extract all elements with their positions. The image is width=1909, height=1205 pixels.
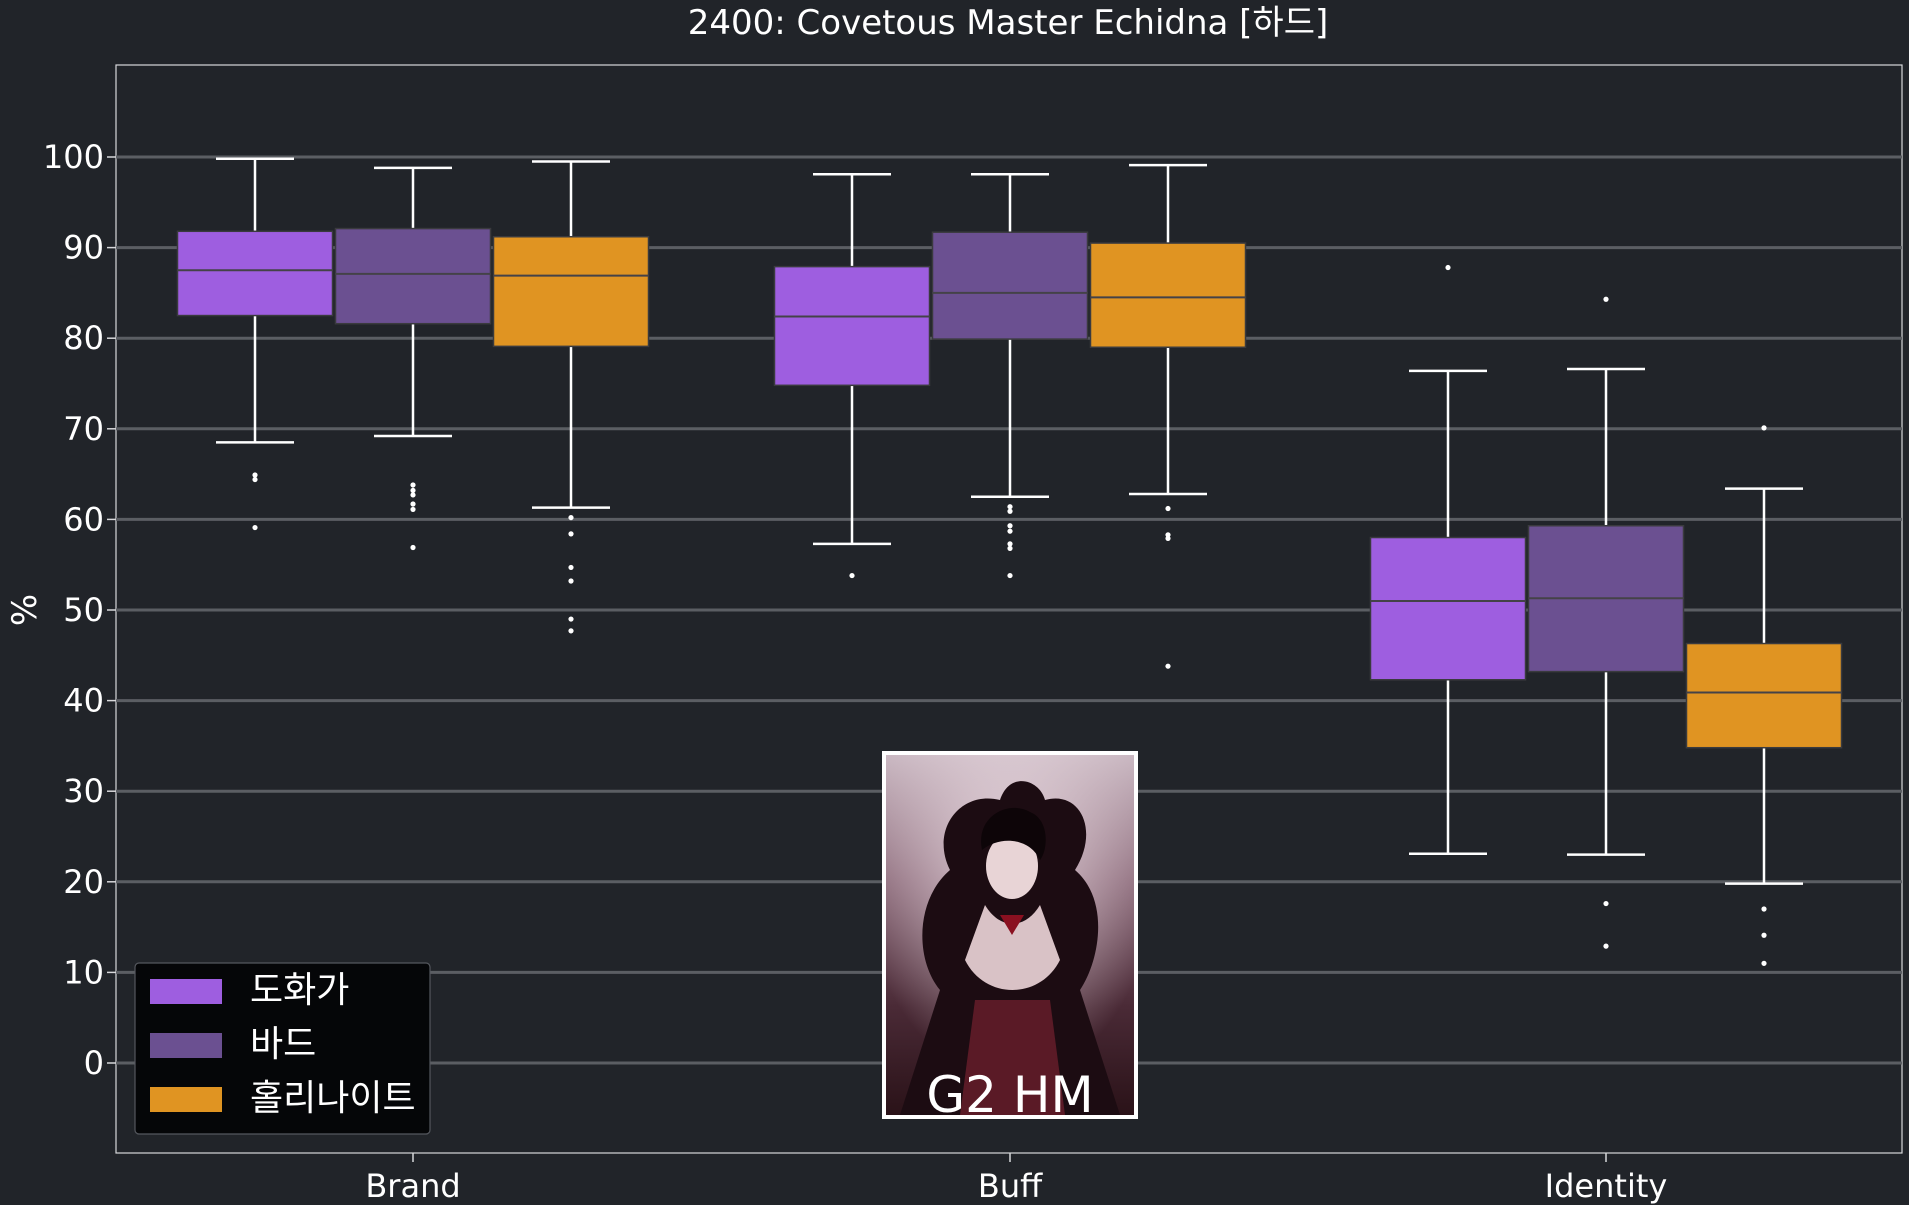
- outlier-point-1: [1603, 296, 1609, 302]
- outlier-point-6: [410, 544, 416, 551]
- outlier-point-5: [410, 506, 416, 513]
- outlier-point-7: [1007, 572, 1013, 579]
- box-identity-series-1: [1369, 264, 1527, 855]
- y-tick-label-10: 10: [63, 953, 104, 991]
- outlier-point-1: [1445, 264, 1451, 271]
- legend-label-2: 바드: [250, 1024, 316, 1065]
- box-series: [176, 157, 1843, 966]
- outlier-point-2: [252, 476, 258, 483]
- legend-swatch-1: [150, 979, 222, 1004]
- outlier-point-2: [410, 487, 416, 494]
- outlier-point-4: [410, 501, 416, 507]
- outlier-point-5: [568, 616, 574, 622]
- y-axis-label: %: [5, 594, 45, 626]
- box-iqr: [773, 265, 931, 387]
- box-iqr: [931, 231, 1089, 340]
- x-tick-labels: Brand Buff Identity: [365, 1153, 1667, 1205]
- outlier-point-4: [1761, 960, 1767, 966]
- outlier-point-2: [1165, 532, 1171, 538]
- box-iqr: [176, 230, 334, 317]
- outlier-point-5: [1007, 541, 1013, 547]
- box-brand-series-2: [334, 166, 492, 551]
- outlier-point-1: [568, 514, 574, 521]
- outlier-point-3: [1603, 943, 1609, 949]
- outlier-point-3: [1165, 535, 1171, 542]
- outlier-point-1: [410, 482, 416, 488]
- outlier-point-4: [1165, 663, 1171, 669]
- outlier-point-2: [1007, 508, 1013, 514]
- y-tick-label-50: 50: [63, 591, 104, 629]
- outlier-point-1: [1165, 505, 1171, 512]
- box-identity-series-3: [1685, 425, 1843, 966]
- box-brand-series-1: [176, 157, 334, 531]
- y-tick-labels: 0 10 20 30 40 50 60 70 80 90 100: [43, 138, 116, 1082]
- y-tick-label-60: 60: [63, 500, 104, 538]
- legend-label-1: 도화가: [250, 970, 349, 1011]
- y-tick-label-80: 80: [63, 319, 104, 357]
- y-tick-label-40: 40: [63, 682, 104, 720]
- y-tick-label-70: 70: [63, 410, 104, 448]
- box-iqr: [1685, 642, 1843, 749]
- y-tick-label-20: 20: [63, 863, 104, 901]
- legend-swatch-3: [150, 1087, 222, 1112]
- outlier-point-3: [1007, 523, 1013, 529]
- x-tick-label-buff: Buff: [978, 1167, 1043, 1205]
- y-tick-label-0: 0: [84, 1044, 104, 1082]
- inset-boss-portrait: G2 HM: [882, 751, 1138, 1124]
- outlier-point-6: [568, 628, 574, 634]
- box-iqr: [1369, 536, 1527, 681]
- outlier-point-4: [1007, 528, 1013, 534]
- box-buff-series-1: [773, 172, 931, 579]
- outlier-point-3: [568, 564, 574, 571]
- x-tick-label-identity: Identity: [1545, 1167, 1668, 1205]
- outlier-point-2: [1603, 900, 1609, 907]
- y-tick-label-90: 90: [63, 229, 104, 267]
- box-iqr: [334, 227, 492, 325]
- outlier-point-3: [410, 492, 416, 498]
- legend-label-3: 홀리나이트: [250, 1078, 416, 1119]
- inset-caption: G2 HM: [926, 1066, 1093, 1124]
- outlier-point-2: [568, 531, 574, 537]
- outlier-point-1: [1007, 504, 1013, 510]
- outlier-point-2: [1761, 906, 1767, 912]
- portrait-figure: [900, 781, 1120, 1115]
- y-tick-label-100: 100: [43, 138, 104, 176]
- y-tick-label-30: 30: [63, 772, 104, 810]
- outlier-point-4: [568, 578, 574, 584]
- box-iqr: [1089, 242, 1247, 349]
- outlier-point-6: [1007, 545, 1013, 551]
- x-tick-label-brand: Brand: [365, 1167, 460, 1205]
- box-buff-series-3: [1089, 163, 1247, 669]
- outlier-point-3: [1761, 932, 1767, 938]
- outlier-point-1: [1761, 425, 1767, 431]
- box-buff-series-2: [931, 172, 1089, 579]
- box-iqr: [492, 235, 650, 348]
- outlier-point-1: [849, 572, 855, 579]
- chart-title: 2400: Covetous Master Echidna [하드]: [688, 3, 1329, 43]
- box-identity-series-2: [1527, 296, 1685, 949]
- legend-swatch-2: [150, 1033, 222, 1058]
- outlier-point-3: [252, 524, 258, 531]
- outlier-point-1: [252, 472, 258, 478]
- box-brand-series-3: [492, 160, 650, 634]
